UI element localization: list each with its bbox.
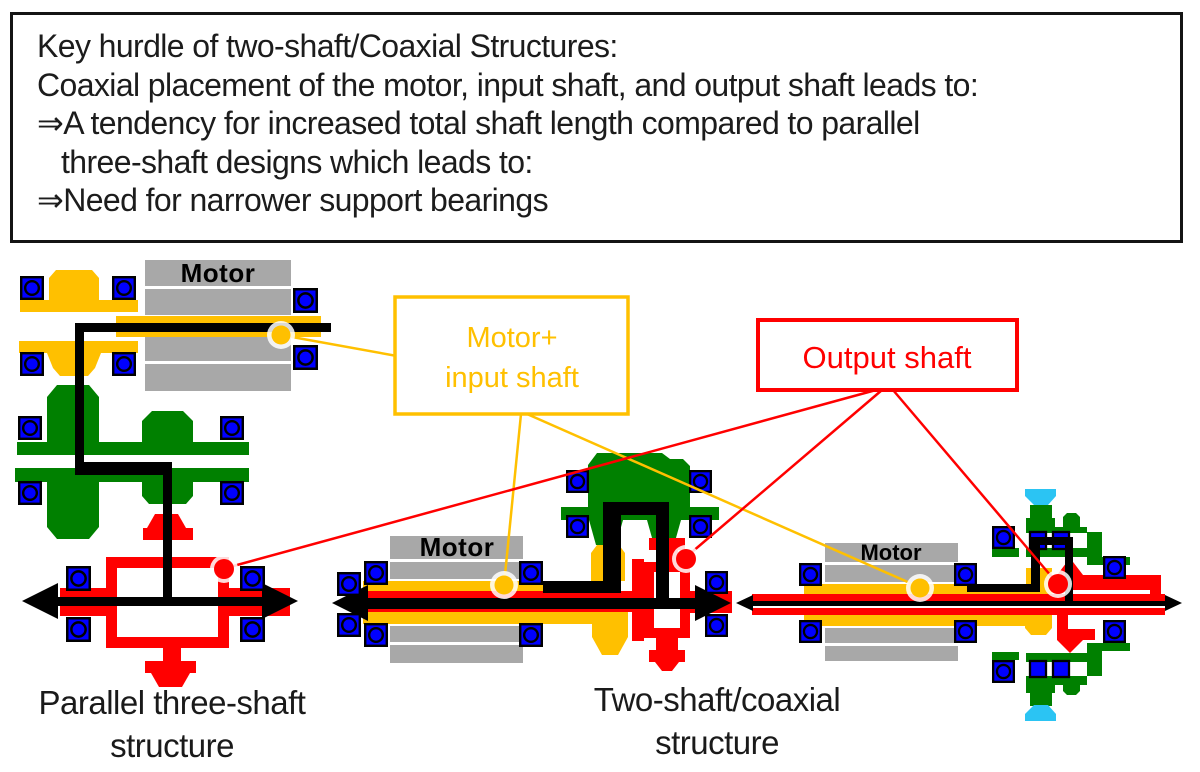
park-element: [1025, 489, 1056, 505]
bearing-icon: [240, 617, 265, 642]
motor-input-connector-line: [280, 333, 398, 358]
motor-input-callout: Motor+ input shaft: [393, 295, 630, 416]
bearing-icon: [20, 276, 44, 300]
bearing-icon: [705, 614, 728, 637]
output-connector-line: [892, 389, 1058, 584]
coaxial-caption-line2: structure: [655, 724, 779, 761]
axle-arrow: [22, 583, 298, 619]
input-anchor-dot: [271, 325, 291, 345]
bearing-icon: [954, 620, 977, 643]
output-connector-line: [684, 389, 883, 559]
input-anchor-dot: [910, 578, 930, 598]
bearing-icon: [566, 515, 589, 538]
power-flow-path: [967, 537, 1073, 604]
planetary-gearset-bottom: [992, 615, 1130, 721]
park-element: [1025, 705, 1056, 721]
anchor-dots: [210, 321, 1072, 602]
bearing-icon: [293, 345, 318, 370]
motor-block: Motor: [145, 258, 291, 391]
callout-lines: [225, 333, 1058, 589]
bearing-icon: [20, 352, 44, 376]
parallel-caption-line2: structure: [110, 727, 234, 764]
bearing-icon: [689, 515, 712, 538]
bearing-icon: [66, 617, 91, 642]
planetary-gearset-top: [992, 489, 1161, 596]
bearing-icon: [992, 660, 1015, 683]
bearing-icon: [240, 566, 265, 591]
bearing-icon: [689, 470, 712, 493]
header-line-4: three-shaft designs which leads to:: [61, 143, 533, 180]
bearing-icon: [1103, 620, 1126, 643]
parallel-caption-line1: Parallel three-shaft: [39, 684, 306, 721]
header-line-2: Coaxial placement of the motor, input sh…: [37, 66, 979, 103]
bearing-icon: [66, 566, 91, 591]
bearing-icon: [293, 288, 318, 313]
bearing-icon: [519, 623, 543, 647]
two-shaft-coaxial-diagram: Motor: [332, 453, 841, 761]
output-anchor-dot: [214, 559, 234, 579]
header-line-3: ⇒A tendency for increased total shaft le…: [37, 105, 920, 141]
motor-label: Motor: [860, 540, 922, 565]
motor-label: Motor: [181, 258, 256, 288]
motor-input-label-line1: Motor+: [466, 322, 557, 354]
key-hurdle-text-box: Key hurdle of two-shaft/Coaxial Structur…: [10, 12, 1183, 243]
bearing-icon: [705, 571, 728, 594]
coaxial-caption-line1: Two-shaft/coaxial: [594, 681, 840, 718]
motor-label: Motor: [420, 532, 495, 562]
output-anchor-dot: [676, 549, 696, 569]
motor-input-label-line2: input shaft: [445, 362, 579, 394]
output-connector-line: [225, 388, 877, 570]
motor-block: Motor: [825, 540, 958, 661]
header-line-5: ⇒Need for narrower support bearings: [37, 182, 549, 218]
power-flow-path: [75, 323, 331, 602]
bearing-icon: [18, 481, 42, 505]
input-anchor-dot: [494, 575, 514, 595]
output-anchor-dot: [1048, 574, 1068, 594]
bearing-icon: [1103, 556, 1126, 579]
power-flow-path: [543, 502, 669, 604]
axle-arrow: [736, 595, 1182, 611]
parallel-three-shaft-diagram: Motor: [15, 258, 331, 764]
bearing-icon: [799, 563, 822, 586]
bearing-icon: [112, 352, 136, 376]
bearing-icon: [112, 276, 136, 300]
motor-input-connector-line: [502, 413, 523, 586]
bearing-icon: [364, 623, 388, 647]
header-line-1: Key hurdle of two-shaft/Coaxial Structur…: [37, 28, 618, 64]
bearing-icon: [519, 561, 543, 585]
bearing-icon: [220, 481, 244, 505]
motor-input-connector-line: [526, 412, 920, 589]
bearing-icon: [220, 416, 244, 440]
bearing-icon: [799, 620, 822, 643]
output-shaft-label: Output shaft: [803, 340, 972, 375]
bearing-icon: [337, 572, 361, 596]
motor-block: Motor: [390, 532, 523, 663]
bearing-icon: [364, 561, 388, 585]
output-shaft: [752, 594, 1165, 615]
bearing-icon: [18, 416, 42, 440]
bearing-icon: [954, 563, 977, 586]
bearing-icon: [337, 613, 361, 637]
output-shaft-callout: Output shaft: [756, 318, 1019, 392]
